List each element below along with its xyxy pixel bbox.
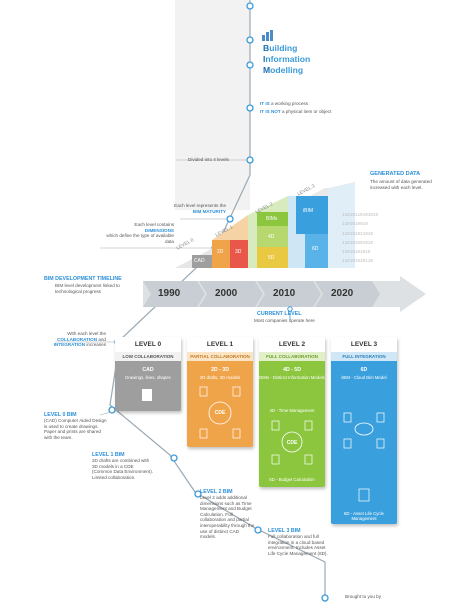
it-is-text: IT IS a working process	[260, 101, 309, 106]
year-2020: 2020	[331, 288, 354, 299]
card-level-0: LEVEL 0 LOW COLLABORATION CAD Drawings, …	[115, 337, 181, 411]
card-level-0-head: LEVEL 0	[115, 337, 181, 352]
current-level-text: Most companies operate here	[254, 318, 315, 323]
document-icon	[142, 389, 152, 401]
card-level-2-desc: BIMs - Distinct Information Models	[259, 375, 325, 380]
card-level-1-top: 2D - 3D	[211, 367, 229, 373]
card-level-2-cde: CDE	[286, 440, 298, 446]
cell-ibim: iBIM	[303, 208, 313, 214]
generated-text: The amount of data generated increased w…	[370, 179, 432, 190]
card-level-0-sub: LOW COLLABORATION	[115, 352, 181, 361]
card-level-3-sub: FULL INTEGRATION	[331, 352, 397, 361]
cell-bims: BIMs	[266, 216, 278, 222]
cde-diagram-icon	[199, 386, 241, 439]
it-is-not-text: IT IS NOT a physical item or object	[260, 109, 332, 114]
card-level-2-note-1: 4D - Time Management	[269, 408, 315, 413]
note-level-3: LEVEL 3 BIM Full collaboration and full …	[268, 528, 328, 556]
note-level-0: LEVEL 0 BIM (CAD) Computer Aided Design …	[44, 412, 107, 440]
divided-text: Divided into 4 levels	[188, 157, 229, 162]
card-level-0-top: CAD	[142, 367, 154, 373]
year-2010: 2010	[273, 288, 296, 299]
card-level-3-desc: iBIM - Cloud Bim Model	[341, 375, 387, 380]
title-line-1: Building	[263, 43, 298, 53]
timeline-text: BIM level development linked to technolo…	[55, 283, 120, 294]
cloud-diagram-icon	[343, 412, 385, 502]
card-level-3-top: 6D	[360, 367, 368, 373]
card-level-2-sub: FULL COLLABORATION	[259, 352, 325, 361]
note-level-2: LEVEL 2 BIM Level 2 adds additional dime…	[200, 489, 255, 540]
title-line-2: Information	[263, 54, 311, 64]
card-level-0-desc: Drawings, lines, shapes	[125, 375, 171, 380]
cell-5d: 5D	[268, 255, 275, 261]
cell-3d: 3D	[235, 249, 242, 255]
card-level-3-note-2: 6D - Asset Life Cycle Management	[344, 511, 384, 522]
card-level-1-sub: PARTIAL COLLABORATION	[187, 352, 253, 361]
card-level-3-head: LEVEL 3	[331, 337, 397, 352]
footer-text: Brought to you by	[345, 594, 382, 599]
year-2000: 2000	[215, 288, 238, 299]
cell-4d: 4D	[268, 234, 275, 240]
card-level-1: LEVEL 1 PARTIAL COLLABORATION 2D - 3D 2D…	[187, 337, 253, 447]
note-level-1: LEVEL 1 BIM 2D drafts are combined with …	[92, 452, 154, 480]
card-level-2-top: 4D - 5D	[283, 367, 301, 373]
card-level-1-cde: CDE	[214, 410, 226, 416]
cell-cad: CAD	[194, 258, 205, 264]
current-level-title: CURRENT LEVEL	[257, 311, 302, 317]
card-level-1-desc: 2D drafts, 3D models	[199, 375, 241, 380]
card-level-1-head: LEVEL 1	[187, 337, 253, 352]
cell-6d: 6D	[312, 246, 319, 252]
card-level-3: LEVEL 3 FULL INTEGRATION 6D iBIM - Cloud…	[331, 337, 397, 524]
card-level-2-head: LEVEL 2	[259, 337, 325, 352]
cell-2d: 2D	[217, 249, 224, 255]
year-1990: 1990	[158, 288, 181, 299]
timeline-title: BIM DEVELOPMENT TIMELINE	[44, 276, 122, 282]
card-level-2: LEVEL 2 FULL COLLABORATION 4D - 5D BIMs …	[259, 337, 325, 487]
cde-diagram-icon	[271, 420, 313, 465]
generated-title: GENERATED DATA	[370, 171, 421, 177]
title-line-3: Modelling	[263, 65, 304, 75]
card-level-2-note-2: 5D - Budget Calculation	[269, 477, 315, 482]
